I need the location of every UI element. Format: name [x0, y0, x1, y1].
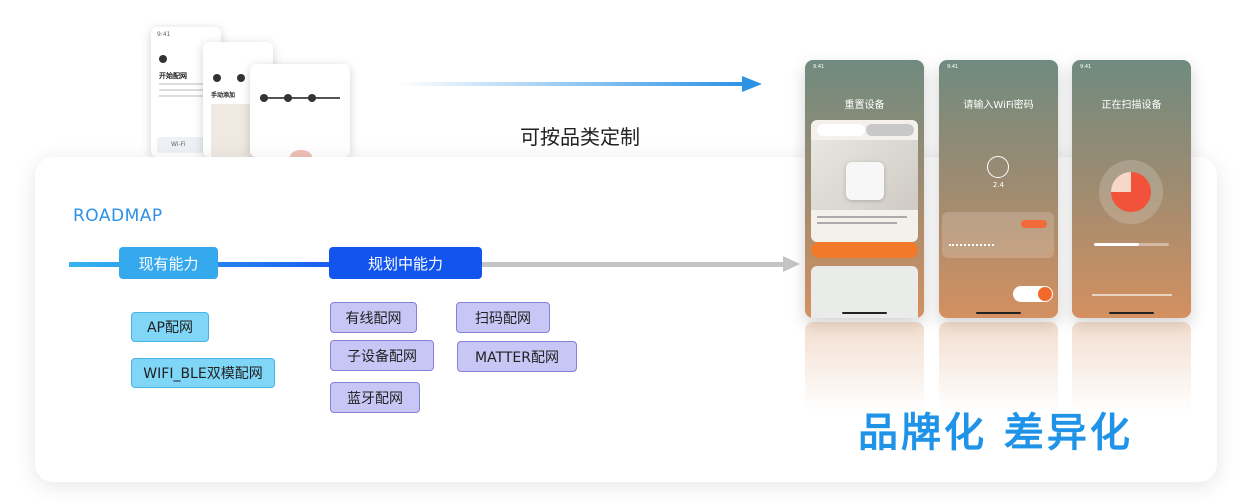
phone-reflection-2: [939, 322, 1058, 412]
stage-planned: 规划中能力: [329, 247, 482, 279]
roadmap-title: ROADMAP: [73, 206, 163, 226]
wifi-band: 2.4: [992, 181, 1005, 189]
mini-step-label: 手动添加: [211, 92, 236, 99]
mini-wifi-item: Wi-Fi: [171, 141, 186, 148]
capability-wired: 有线配网: [330, 302, 417, 333]
capability-subdevice: 子设备配网: [330, 340, 434, 371]
mini-step-title: 开始配网: [159, 72, 187, 80]
phone-scanning: 9:41 正在扫描设备: [1072, 60, 1191, 318]
brand-slogan: 品牌化 差异化: [858, 410, 1133, 456]
capability-ap: AP配网: [131, 312, 209, 342]
timeline-arrowhead: [783, 256, 800, 272]
capability-matter: MATTER配网: [457, 341, 577, 372]
scan-title: 正在扫描设备: [1101, 100, 1162, 111]
reset-title: 重置设备: [844, 100, 885, 111]
mini-phone-3: [250, 64, 350, 157]
stage-current: 现有能力: [119, 247, 218, 279]
wifi-title: 请输入WiFi密码: [963, 100, 1034, 111]
phone-wifi-password: 9:41 请输入WiFi密码 2.4: [939, 60, 1058, 318]
phone-reset-device: 9:41 重置设备: [805, 60, 924, 318]
customize-label: 可按品类定制: [520, 125, 640, 149]
customize-arrow: [400, 82, 745, 86]
capability-bluetooth: 蓝牙配网: [330, 382, 420, 413]
phone-reflection-1: [805, 322, 924, 412]
customize-arrowhead: [742, 76, 762, 92]
capability-wifi-ble: WIFI_BLE双模配网: [131, 358, 275, 388]
phone-reflection-3: [1072, 322, 1191, 412]
timeline-future-line: [482, 262, 786, 267]
capability-qr: 扫码配网: [456, 302, 550, 333]
